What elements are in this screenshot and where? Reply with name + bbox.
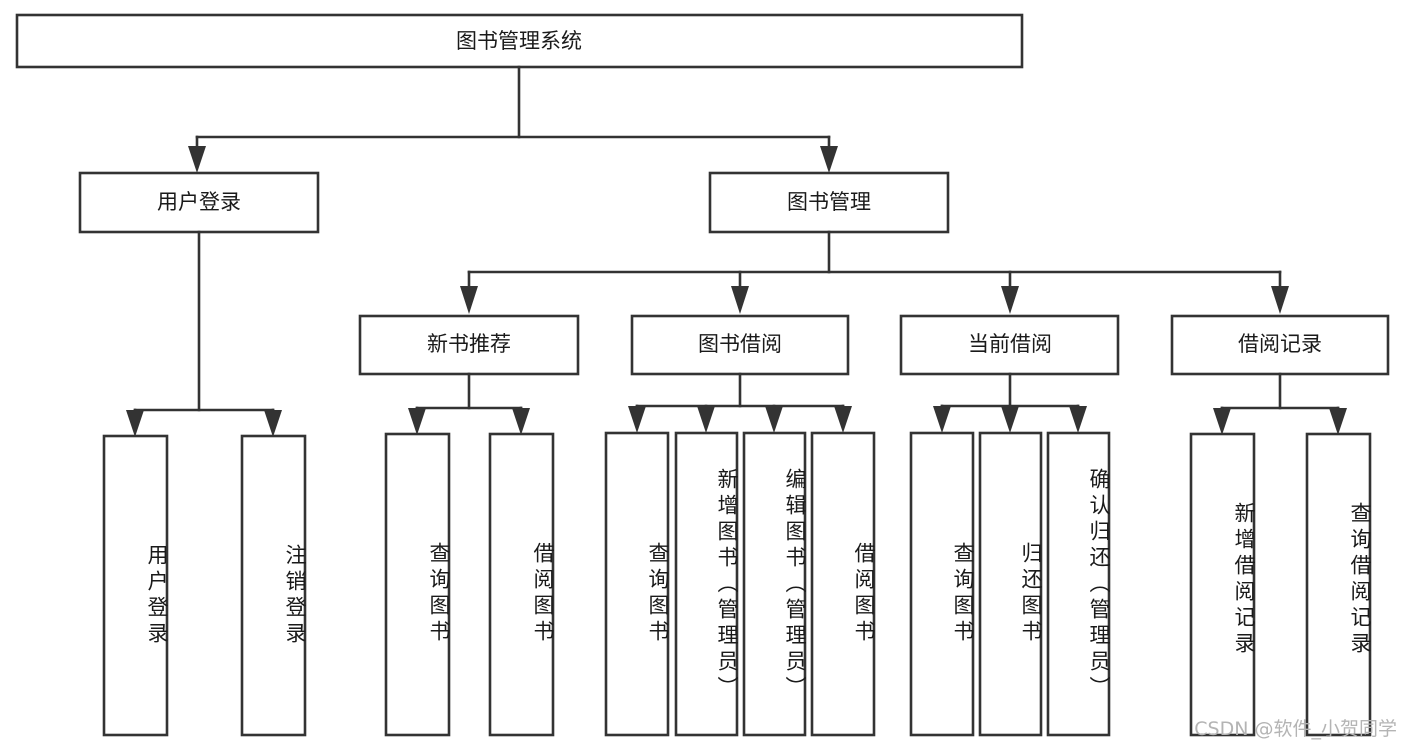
- leaf-box-current-borrow-2[interactable]: [978, 431, 1043, 737]
- leaf-box-user-login-1[interactable]: [102, 434, 169, 737]
- leaf-box-current-borrow-3[interactable]: [1046, 431, 1111, 737]
- arrow-head-level3-1: [460, 286, 478, 314]
- arrow-head-user-login-leaf-1: [126, 410, 144, 437]
- node-root-box[interactable]: [15, 13, 1024, 69]
- node-user-login-label: 用户登录: [157, 190, 241, 214]
- leaf-box-book-borrow-3[interactable]: [742, 431, 807, 737]
- arrow-head-user-login-leaf-2: [264, 410, 282, 437]
- node-root-label: 图书管理系统: [456, 29, 582, 53]
- node-current-borrow-label: 当前借阅: [968, 332, 1052, 356]
- arrow-head-book-borrow-leaf-4: [834, 406, 852, 433]
- arrow-head-current-borrow-leaf-2: [1001, 406, 1019, 433]
- arrow-head-level2-2: [820, 146, 838, 173]
- node-book-borrow-label: 图书借阅: [698, 332, 782, 356]
- arrow-head-current-borrow-leaf-3: [1069, 406, 1087, 433]
- leaf-box-new-book-2[interactable]: [488, 432, 555, 737]
- leaf-box-book-borrow-1[interactable]: [604, 431, 670, 737]
- arrow-head-book-borrow-leaf-3: [765, 406, 783, 433]
- arrow-head-book-borrow-leaf-1: [628, 406, 646, 433]
- node-borrow-record-box[interactable]: [1170, 314, 1390, 376]
- arrow-head-borrow-record-leaf-2: [1329, 408, 1347, 435]
- arrow-head-book-borrow-leaf-2: [697, 406, 715, 433]
- arrow-head-borrow-record-leaf-1: [1213, 408, 1231, 435]
- node-borrow-record-label: 借阅记录: [1238, 332, 1322, 356]
- arrow-head-current-borrow-leaf-1: [933, 406, 951, 433]
- leaf-box-book-borrow-2[interactable]: [674, 431, 739, 737]
- arrow-head-level3-3: [1001, 286, 1019, 314]
- arrow-head-new-book-leaf-2: [512, 408, 530, 435]
- leaf-box-borrow-record-2[interactable]: [1305, 432, 1372, 737]
- arrow-head-new-book-leaf-1: [408, 408, 426, 435]
- arrow-head-level3-2: [731, 286, 749, 314]
- node-book-borrow-box[interactable]: [630, 314, 850, 376]
- arrow-head-level2-1: [188, 146, 206, 173]
- leaf-box-book-borrow-4[interactable]: [810, 431, 876, 737]
- leaf-box-user-login-2[interactable]: [240, 434, 307, 737]
- node-book-manage-label: 图书管理: [787, 190, 871, 214]
- node-new-book-recommend-box[interactable]: [358, 314, 580, 376]
- leaf-box-new-book-1[interactable]: [384, 432, 451, 737]
- node-book-manage-box[interactable]: [708, 171, 950, 234]
- node-new-book-recommend-label: 新书推荐: [427, 332, 511, 356]
- leaf-box-current-borrow-1[interactable]: [909, 431, 975, 737]
- arrow-head-level3-4: [1271, 286, 1289, 314]
- node-current-borrow-box[interactable]: [899, 314, 1120, 376]
- leaf-box-borrow-record-1[interactable]: [1189, 432, 1256, 737]
